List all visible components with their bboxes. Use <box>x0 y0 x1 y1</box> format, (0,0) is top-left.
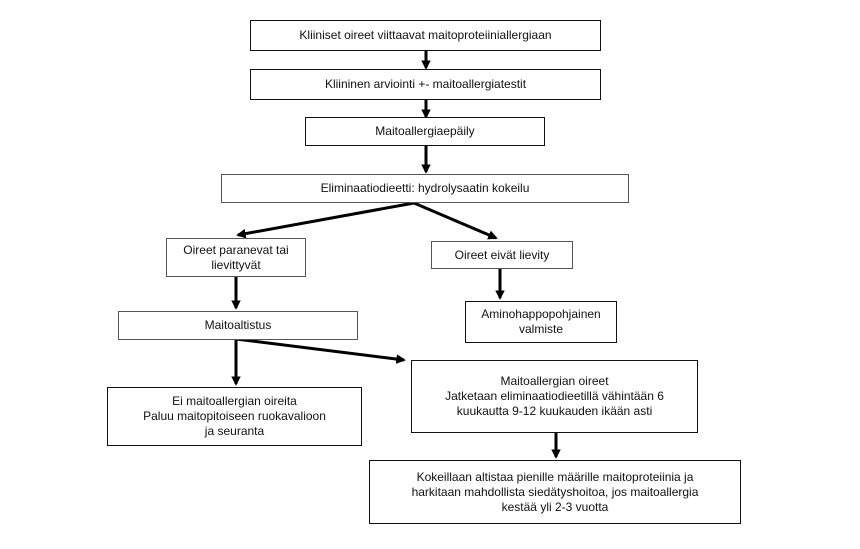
node-allergy-symptoms: Maitoallergian oireet Jatketaan eliminaa… <box>411 360 698 433</box>
arrow-elimination-to-improve <box>236 201 415 239</box>
node-small-amounts: Kokeillaan altistaa pienille määrille ma… <box>369 460 741 524</box>
node-suspicion: Maitoallergiaepäily <box>305 117 545 146</box>
node-clinical-evaluation: Kliininen arviointi +- maitoallergiatest… <box>250 69 601 100</box>
arrow-challenge-to-allergy <box>235 337 406 364</box>
node-symptoms-improve: Oireet paranevat tai lievittyvät <box>166 238 306 277</box>
node-milk-challenge: Maitoaltistus <box>118 311 358 340</box>
node-elimination-diet: Eliminaatiodieetti: hydrolysaatin kokeil… <box>221 174 629 203</box>
node-no-allergy-symptoms: Ei maitoallergian oireita Paluu maitopit… <box>107 387 362 446</box>
node-amino-acid-formula: Aminohappopohjainen valmiste <box>465 301 617 343</box>
node-clinical-symptoms: Kliiniset oireet viittaavat maitoproteii… <box>250 20 601 51</box>
node-symptoms-not-relieved: Oireet eivät lievity <box>431 241 573 269</box>
arrow-elimination-to-not-relieved <box>413 201 498 240</box>
